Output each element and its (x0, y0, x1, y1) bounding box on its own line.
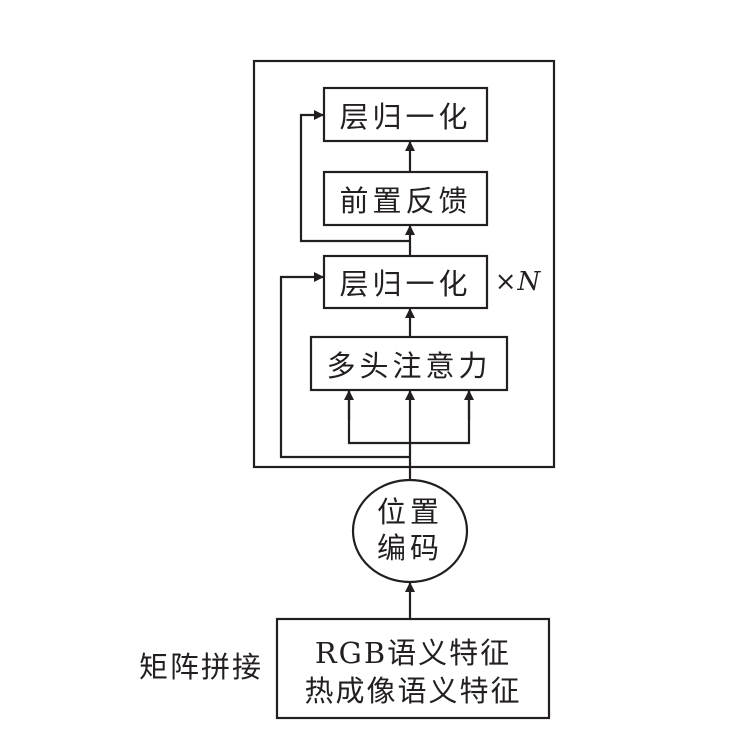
pe-label-line1: 位置 (376, 495, 443, 529)
matrix-concat-label: 矩阵拼接 (138, 650, 263, 684)
residual-2 (299, 110, 410, 243)
input-label-line2: 热成像语义特征 (304, 674, 522, 708)
mid-norm-label: 层归一化 (339, 267, 472, 301)
top-norm-label: 层归一化 (339, 99, 472, 134)
pe-label-line2: 编码 (376, 531, 443, 565)
input-box (275, 617, 551, 720)
input-label-line1: RGB语义特征 (314, 636, 512, 670)
attention-label: 多头注意力 (326, 348, 492, 383)
residual-1 (279, 272, 410, 459)
encoder-outer-box (252, 59, 556, 469)
feed-forward-label: 前置反馈 (339, 183, 472, 218)
repeat-n-label: ×N (494, 267, 542, 297)
